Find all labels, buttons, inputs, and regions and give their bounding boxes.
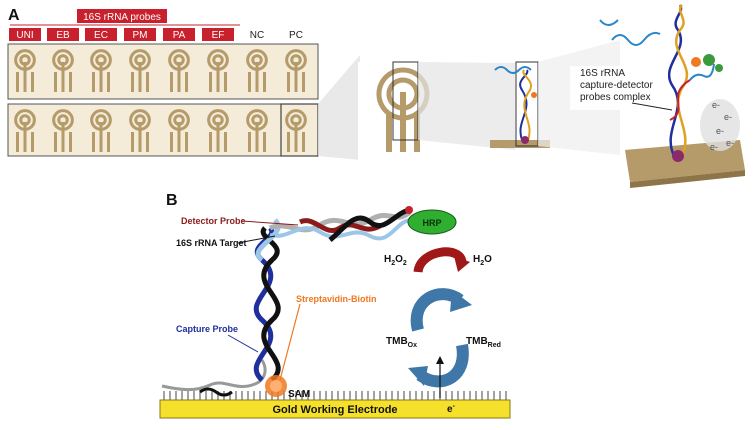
probe-label-box	[85, 28, 117, 41]
probe-label-box	[202, 28, 234, 41]
probe-labels: UNI EB EC PM PA EF NC PC	[9, 28, 303, 41]
chip-top-row	[7, 43, 319, 100]
complex-label-line3: probes complex	[580, 92, 651, 103]
electron-label-a: e-	[712, 100, 720, 110]
electron-labels-a: e-e-e-e-e-	[710, 100, 734, 152]
h2o2-label: H2O2	[384, 254, 407, 267]
electron-label-a: e-	[726, 138, 734, 148]
panel-b-label: B	[166, 192, 178, 209]
panel-a-label: A	[8, 7, 20, 24]
electrode-pattern	[207, 109, 229, 152]
electrode-pattern	[52, 109, 74, 152]
electrode-pattern	[52, 49, 74, 92]
complex-label-line1: 16S rRNA	[580, 68, 625, 79]
tmb-ox-label: TMBOx	[386, 336, 417, 349]
probe-label-box	[47, 28, 79, 41]
electrode-pattern	[90, 49, 112, 92]
enzyme-label: HRP	[422, 218, 441, 228]
electrode-pattern	[14, 109, 36, 152]
probe-group-label-box	[77, 9, 167, 23]
enzyme-label-ellipse	[407, 209, 457, 235]
capture-probe-label: Capture Probe	[176, 324, 238, 334]
probe-label-uni: UNI	[16, 30, 33, 41]
gold-electrode-label: Gold Working Electrode	[272, 404, 397, 416]
complex-label-line2: capture-detector	[580, 80, 653, 91]
h2o-label: H2O	[473, 254, 492, 267]
electron-label-a: e-	[710, 142, 718, 152]
electrode-pattern	[90, 109, 112, 152]
target-label: 16S rRNA Target	[176, 238, 247, 248]
tmb-redox-cycle	[408, 288, 472, 388]
electrode-pattern	[168, 49, 190, 92]
probe-label-pa: PA	[173, 30, 186, 41]
electrode-pattern	[207, 49, 229, 92]
gold-working-electrode	[159, 399, 511, 419]
control-label-nc: NC	[250, 30, 264, 41]
capture-probe-helix	[253, 218, 281, 382]
detector-probe-label: Detector Probe	[181, 216, 246, 226]
electron-label: e-	[447, 403, 456, 415]
middle-zoom-view	[490, 61, 550, 148]
electrode-pattern	[285, 49, 307, 92]
electron-label-a: e-	[724, 112, 732, 122]
probe-label-box	[9, 28, 41, 41]
complex-label-box	[570, 66, 668, 110]
streptavidin-biotin-label: Streptavidin-Biotin	[296, 294, 377, 304]
probe-label-box	[124, 28, 156, 41]
electrode-pattern	[129, 49, 151, 92]
detector-probe-helix	[269, 206, 413, 242]
control-label-pc: PC	[289, 30, 303, 41]
right-zoom-view: e-e-e-e-e-	[599, 4, 745, 188]
probe-label-pm: PM	[133, 30, 148, 41]
electrode-pattern	[246, 109, 268, 152]
electrode-pattern	[168, 109, 190, 152]
reaction-arrow-red	[413, 247, 467, 274]
probe-label-ef: EF	[212, 30, 225, 41]
electrode-pattern	[14, 49, 36, 92]
gray-strand	[161, 359, 267, 392]
sam-label: SAM	[288, 389, 310, 400]
probe-label-box	[163, 28, 195, 41]
electron-label-a: e-	[716, 126, 724, 136]
electrode-pattern	[129, 109, 151, 152]
tmb-red-label: TMBRed	[466, 336, 501, 349]
zoom-wedge	[318, 55, 360, 160]
electrode-pattern	[246, 49, 268, 92]
zoom-wedge-2	[418, 62, 515, 150]
probe-group-label: 16S rRNA probes	[83, 12, 161, 23]
electrode-array	[14, 49, 307, 152]
probe-label-eb: EB	[56, 30, 70, 41]
electrode-pattern	[285, 109, 307, 152]
probe-label-ec: EC	[94, 30, 108, 41]
